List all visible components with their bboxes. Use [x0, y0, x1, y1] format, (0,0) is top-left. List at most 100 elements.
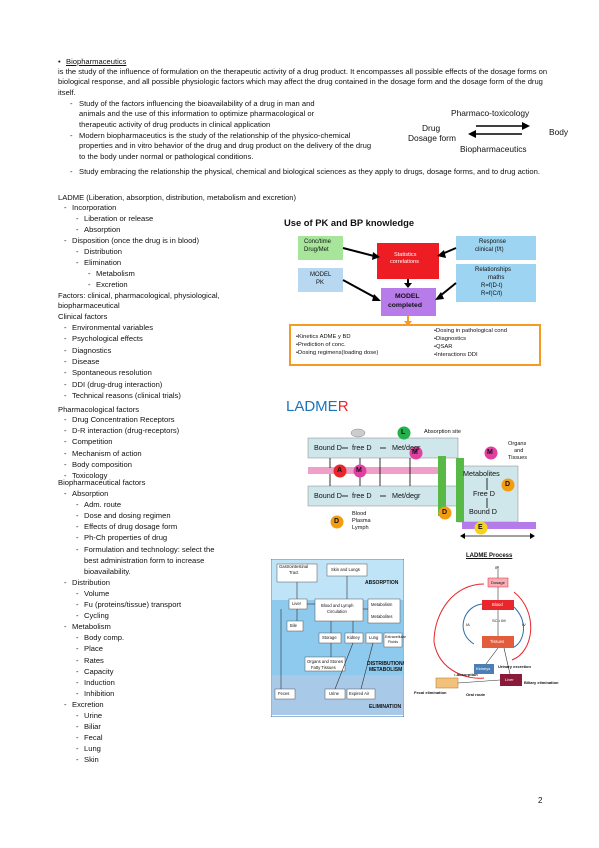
bio-label: Biopharmaceutics	[460, 144, 527, 154]
list-item: Competition	[72, 437, 113, 447]
dash: -	[76, 258, 79, 267]
pk-left-3: •Dosing regimens(loading dose)	[296, 350, 379, 356]
ladme-title: LADME (Liberation, absorption, distribut…	[58, 193, 297, 202]
dash: -	[64, 203, 67, 212]
list-item: Body comp.	[84, 633, 125, 643]
row2-bound: Bound D	[314, 491, 342, 500]
list-item: bioavailability.	[84, 566, 131, 576]
dash: -	[76, 511, 79, 521]
dash: -	[64, 334, 67, 344]
list-item: Volume	[84, 588, 110, 598]
pk-left-2: •Prediction of conc.	[296, 342, 346, 348]
blood-label-2: Plasma	[352, 518, 371, 524]
dash: -	[76, 600, 79, 609]
list-item: Disposition (once the drug is in blood)	[72, 236, 200, 245]
ladmer-letter-a: A	[337, 467, 343, 474]
dash: -	[70, 99, 73, 108]
organs-label-3: Tissues	[508, 455, 528, 461]
list-item: Incorporation	[72, 203, 117, 212]
abs-kidney: Kidney	[347, 635, 360, 640]
list-item: Mechanism of action	[72, 448, 142, 458]
pk-figure: Use of PK and BP knowledge Conc/time Dru…	[284, 217, 546, 366]
pk-rel-1: Relationships	[475, 267, 512, 273]
list-item: Technical reasons (clinical trials)	[72, 390, 181, 400]
row1-bound: Bound D	[314, 443, 342, 452]
biopharmaceutics-heading: Biopharmaceutics	[66, 57, 127, 66]
list-item: Rates	[84, 655, 104, 665]
abs-elimination: ELIMINATION	[369, 704, 402, 710]
abs-organs-1: Organs and Stones	[307, 659, 344, 664]
ladmer-letter-d3: D	[334, 518, 340, 525]
ladmer-letter-m1: M	[487, 449, 493, 456]
pk-right-1: •Dosing in pathological cond	[434, 328, 507, 334]
heading-bullet: •	[58, 57, 61, 66]
process-biliary: Biliary elimination	[524, 680, 559, 685]
dash: -	[64, 356, 67, 366]
dash: -	[64, 437, 67, 447]
pk-resp-1: Response	[479, 239, 507, 245]
body-label: Body	[549, 127, 569, 137]
metabolites-label: Metabolites	[463, 469, 500, 478]
list-item: Absorption	[84, 225, 121, 234]
pk-stats-1: Statistics	[394, 252, 417, 258]
process-graphics	[433, 566, 532, 689]
ladmer-title-main: LADME	[286, 398, 338, 415]
organs-label-1: Organs	[508, 441, 527, 447]
dash: -	[64, 448, 67, 458]
list-item: Elimination	[84, 258, 122, 267]
dash: -	[76, 677, 79, 687]
dash: -	[64, 426, 67, 436]
list-item: Drug Concentration Receptors	[72, 415, 175, 424]
list-item: Excretion	[72, 699, 104, 709]
free-d-label: Free D	[473, 489, 495, 498]
list-item: Spontaneous resolution	[72, 368, 152, 378]
row1-free: free D	[352, 443, 372, 452]
blood-label-3: Lymph	[352, 525, 369, 531]
pk-stats-2: correlations	[390, 259, 419, 265]
process-blood: Blood	[492, 602, 503, 607]
ladmer-letter-e: E	[478, 524, 483, 531]
dash: -	[64, 577, 67, 587]
abs-absorption: ABSORPTION	[365, 580, 399, 586]
pk-done-1: MODEL	[395, 293, 420, 300]
dash: -	[64, 368, 67, 378]
pk-conc-2: Drug/Met	[304, 247, 329, 253]
abs-blood-1: Blood and Lymph	[321, 603, 354, 608]
ladmer-letter-d2: D	[442, 509, 448, 516]
dash: -	[76, 688, 79, 698]
list-item: Adm. route	[84, 500, 122, 510]
dash: -	[76, 522, 79, 532]
dash: -	[76, 500, 79, 510]
point-3: Study embracing the relationship the phy…	[79, 167, 540, 176]
abs-lung: Lung	[369, 635, 379, 640]
abs-organs-2: Fatty Tissues	[311, 665, 336, 670]
pk-right-4: •Interactions DDI	[434, 352, 478, 358]
pk-figure-graphics	[289, 236, 541, 366]
pk-left-1: •Kinetics ADME y BD	[296, 334, 351, 340]
list-item: Biliar	[84, 722, 101, 732]
factors-line-1: Factors: clinical, pharmacological, phys…	[58, 291, 220, 300]
dash: -	[76, 588, 79, 598]
dash: -	[88, 280, 91, 289]
dash: -	[76, 544, 79, 554]
abs-distmet-1: DISTRIBUTION/	[367, 661, 404, 667]
process-liver: Liver	[505, 677, 514, 682]
abs-distmet-2: METABOLISM	[369, 667, 403, 673]
dash: -	[76, 755, 79, 765]
ladmer-figure: LADMER L M A M M D D	[280, 398, 548, 548]
list-item: Metabolism	[96, 269, 135, 278]
ladmer-title: LADMER	[286, 398, 349, 416]
abs-extracell-1: Extracellular	[385, 635, 406, 639]
pk-model-2: PK	[316, 280, 325, 286]
list-item: Distribution	[84, 247, 122, 256]
pharmaco-biopharm-diagram: Pharmaco-toxicology Drug Dosage form Bod…	[400, 108, 568, 158]
dash: -	[76, 744, 79, 754]
dash: -	[76, 533, 79, 543]
abs-gi-2: Tract	[289, 570, 299, 575]
abs-metabolites: Metabolites	[371, 614, 393, 619]
dash: -	[76, 247, 79, 256]
list-item: Capacity	[84, 666, 114, 676]
dash: -	[64, 323, 67, 332]
list-item: Skin	[84, 755, 99, 765]
list-item: Effects of drug dosage form	[84, 522, 178, 532]
